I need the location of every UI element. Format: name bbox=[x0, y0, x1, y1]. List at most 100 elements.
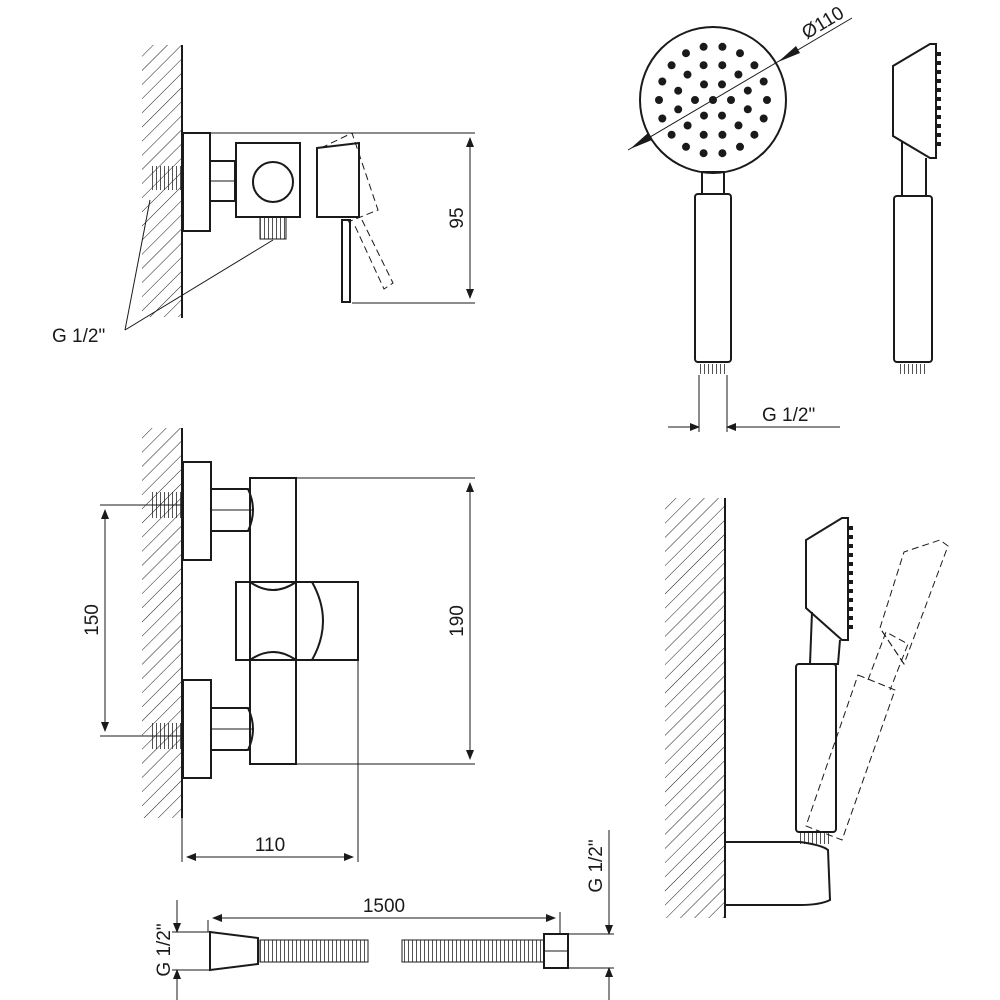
handle-neck bbox=[701, 171, 725, 195]
profile-nozzle-tick bbox=[936, 88, 941, 92]
thread-label-hose-left: G 1/2" bbox=[154, 923, 175, 976]
nozzle-dot bbox=[734, 70, 743, 79]
wall-hatch-holder bbox=[665, 498, 726, 918]
profile-nozzle-tick bbox=[936, 124, 941, 128]
lever-handle bbox=[341, 219, 351, 303]
dimension-thread-hose-right: G 1/2" bbox=[568, 830, 614, 1000]
nozzle-dot bbox=[700, 80, 708, 89]
nozzle-dot bbox=[699, 149, 708, 158]
dimension-diameter-label: Ø110 bbox=[798, 3, 847, 44]
handle-grip bbox=[694, 193, 732, 363]
dimension-center-distance: 150 bbox=[82, 504, 183, 737]
nozzle-dot bbox=[699, 61, 708, 70]
dimension-hose-length-label: 1500 bbox=[363, 896, 405, 917]
hose-segment-right bbox=[402, 940, 544, 962]
nozzle-dot bbox=[718, 130, 727, 139]
profile-nozzle-tick bbox=[936, 97, 941, 101]
nozzle-dot bbox=[682, 142, 690, 151]
escutcheon bbox=[182, 132, 211, 232]
wall-hatch-front bbox=[142, 428, 183, 818]
nozzle-dot bbox=[718, 61, 727, 70]
profile-nozzle-tick bbox=[936, 133, 941, 137]
dimension-height: 95 bbox=[210, 132, 475, 304]
dimension-projection-label: 110 bbox=[255, 835, 285, 856]
mixer-front-view: 150 190 110 bbox=[82, 428, 475, 862]
vertical-bar bbox=[249, 477, 297, 765]
inlet-thread bbox=[152, 166, 184, 190]
thread-label-handshower: G 1/2" bbox=[762, 405, 815, 426]
head-profile bbox=[892, 43, 937, 159]
holder-nozzle-tick bbox=[848, 607, 853, 611]
handshower-on-holder bbox=[665, 498, 949, 918]
hose-cone-fitting bbox=[209, 930, 259, 972]
profile-nozzle-tick bbox=[936, 79, 941, 83]
holder-nozzle-tick bbox=[848, 544, 853, 548]
nozzle-dot bbox=[683, 121, 692, 130]
hose-view: 1500 G 1/2" G 1/2" bbox=[154, 830, 614, 1000]
nozzle-dot bbox=[736, 49, 744, 58]
outlet-thread bbox=[260, 217, 286, 239]
lower-nut bbox=[210, 707, 254, 751]
dimension-thread-hose-left: G 1/2" bbox=[154, 900, 210, 1000]
holder-nozzle-tick bbox=[848, 625, 853, 629]
nozzle-dot bbox=[763, 96, 771, 104]
lever-front bbox=[311, 581, 324, 661]
diverter-knob bbox=[252, 161, 294, 203]
nozzle-dot bbox=[667, 61, 676, 70]
dimension-body-height: 190 bbox=[296, 477, 475, 765]
nozzle-dot bbox=[655, 96, 663, 104]
nozzle-dot bbox=[750, 61, 759, 70]
handle-thread bbox=[699, 364, 727, 374]
nozzle-dot bbox=[736, 142, 744, 151]
lower-escutcheon bbox=[182, 679, 212, 779]
holder-nozzle-tick bbox=[848, 562, 853, 566]
nozzle-dot bbox=[658, 77, 667, 86]
dimension-thread-handshower: G 1/2" bbox=[668, 375, 840, 432]
wall-holder bbox=[724, 841, 832, 906]
profile-nozzle-tick bbox=[936, 142, 941, 146]
nozzle-dot bbox=[674, 105, 683, 114]
upper-nut bbox=[210, 488, 254, 532]
handshower-front-view: Ø110 G 1/2" bbox=[627, 3, 853, 432]
lever-cartridge bbox=[316, 141, 360, 218]
nozzle-dot bbox=[699, 42, 708, 51]
nozzle-dot bbox=[718, 42, 727, 51]
holder-nozzle-tick bbox=[848, 526, 853, 530]
nozzle-dot bbox=[718, 80, 726, 89]
thread-label-hose-right: G 1/2" bbox=[586, 839, 607, 892]
profile-thread bbox=[900, 364, 927, 374]
holder-nozzle-tick bbox=[848, 580, 853, 584]
nozzle-dot bbox=[683, 70, 692, 79]
nozzle-dot bbox=[718, 149, 727, 158]
mixer-side-view: 95 G 1/2" bbox=[52, 45, 475, 347]
nozzle-dot bbox=[727, 96, 735, 104]
nozzle-dot bbox=[667, 130, 676, 139]
holder-nozzle-tick bbox=[848, 535, 853, 539]
nozzle-dot bbox=[700, 111, 708, 120]
profile-nozzle-tick bbox=[936, 61, 941, 65]
nozzle-dot bbox=[750, 130, 759, 139]
holder-nozzle-tick bbox=[848, 616, 853, 620]
profile-nozzle-tick bbox=[936, 115, 941, 119]
holder-nozzle-tick bbox=[848, 589, 853, 593]
nozzle-dot bbox=[743, 105, 752, 114]
shower-tilted-alternate bbox=[805, 539, 949, 841]
dimension-projection: 110 bbox=[181, 660, 359, 862]
thread-callout-mixer: G 1/2" bbox=[52, 199, 274, 347]
holder-nozzle-tick bbox=[848, 598, 853, 602]
mixer-body bbox=[235, 142, 301, 218]
head-profile-nozzles bbox=[936, 52, 941, 146]
profile-nozzle-tick bbox=[936, 106, 941, 110]
nozzle-dot bbox=[759, 77, 768, 86]
thread-label-mixer: G 1/2" bbox=[52, 326, 105, 347]
lever-alternate-position bbox=[320, 132, 394, 290]
nozzle-dot bbox=[682, 49, 690, 58]
nozzle-dot bbox=[734, 121, 743, 130]
nozzle-pattern bbox=[655, 42, 771, 158]
handshower-profile-view bbox=[892, 43, 941, 374]
profile-grip bbox=[893, 195, 933, 363]
dimension-body-height-label: 190 bbox=[447, 605, 468, 637]
profile-nozzle-tick bbox=[936, 52, 941, 56]
dimension-hose-length: 1500 bbox=[207, 896, 561, 934]
